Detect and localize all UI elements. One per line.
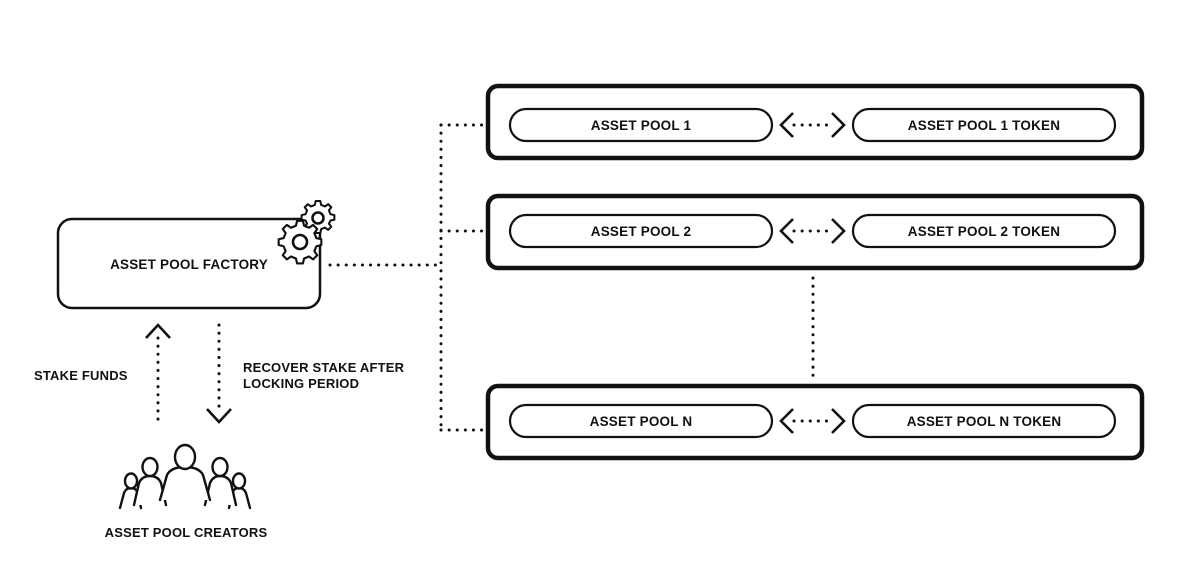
pool-row-n: ASSET POOL N ASSET POOL N TOKEN xyxy=(485,383,1145,461)
pool-token-label: ASSET POOL 2 TOKEN xyxy=(908,224,1060,239)
asset-pool-label: ASSET POOL 2 xyxy=(591,224,691,239)
asset-pool-label: ASSET POOL 1 xyxy=(591,118,692,133)
people-group-icon xyxy=(118,443,252,510)
pool-token-label: ASSET POOL 1 TOKEN xyxy=(908,118,1060,133)
stake-funds-flow: STAKE FUNDS xyxy=(34,323,171,428)
pool-row-1: ASSET POOL 1 ASSET POOL 1 TOKEN xyxy=(485,83,1145,161)
recover-stake-arrowhead-icon xyxy=(206,408,232,424)
double-arrow-icon xyxy=(779,112,846,138)
gears-icon xyxy=(277,200,336,265)
stake-funds-arrowhead-icon xyxy=(145,323,171,339)
asset-pool-pill xyxy=(508,403,774,439)
recover-stake-label-line1: RECOVER STAKE AFTER xyxy=(243,360,405,375)
pool-token-pill xyxy=(851,213,1117,249)
creators-label: ASSET POOL CREATORS xyxy=(105,525,268,540)
pool-token-pill xyxy=(851,107,1117,143)
recover-stake-label-line2: LOCKING PERIOD xyxy=(243,376,359,391)
connectors xyxy=(328,123,815,432)
asset-pool-factory-node: ASSET POOL FACTORY xyxy=(56,217,322,310)
stake-funds-label: STAKE FUNDS xyxy=(34,368,128,383)
double-arrow-icon xyxy=(779,408,846,434)
recover-stake-flow: RECOVER STAKE AFTER LOCKING PERIOD xyxy=(206,323,405,424)
pool-token-label: ASSET POOL N TOKEN xyxy=(907,414,1062,429)
asset-pool-pill xyxy=(508,107,774,143)
double-arrow-icon xyxy=(779,218,846,244)
factory-box xyxy=(56,217,322,310)
factory-label: ASSET POOL FACTORY xyxy=(110,257,268,272)
asset-pool-pill xyxy=(508,213,774,249)
asset-pool-label: ASSET POOL N xyxy=(590,414,693,429)
pool-token-pill xyxy=(851,403,1117,439)
pool-row-2: ASSET POOL 2 ASSET POOL 2 TOKEN xyxy=(485,193,1145,271)
